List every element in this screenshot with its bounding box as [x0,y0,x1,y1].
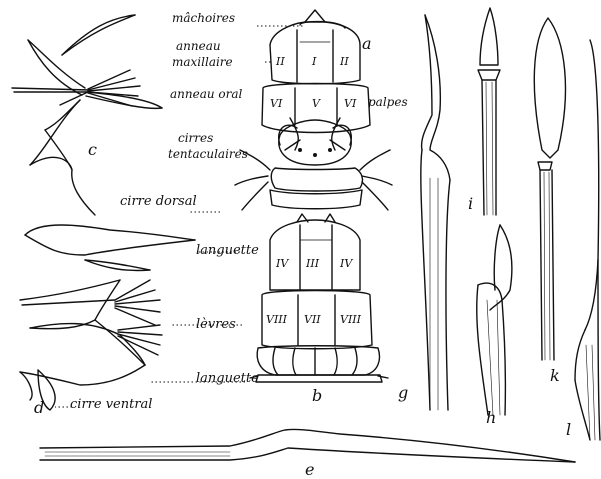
figure-c-drawing [12,15,162,215]
figure-letter-a: a [362,36,372,52]
figure-l-drawing [575,40,600,440]
detail-marks [298,148,332,157]
label-levres: lèvres [196,318,236,331]
figure-letter-c: c [88,142,97,158]
segment-b-VIII-right: VIII [340,314,361,325]
figure-letter-k: k [550,368,560,384]
segment-a-I: I [312,56,316,67]
segment-b-III: III [306,258,319,269]
segment-a-II-left: II [276,56,285,67]
figure-letter-i: i [468,196,473,212]
figure-letter-g: g [398,385,408,401]
segment-a-VI-right: VI [344,98,356,109]
figure-letter-d: d [34,400,44,416]
figure-b-drawing [250,214,388,382]
figure-letter-b: b [312,388,322,404]
figure-e-drawing [40,429,575,462]
label-cirre-dorsal: cirre dorsal [120,195,197,208]
figure-letter-h: h [486,410,496,426]
figure-i-drawing [478,8,500,215]
figure-letter-l: l [566,422,571,438]
segment-a-VI-left: VI [270,98,282,109]
label-palpes: palpes [368,96,408,108]
label-cirres: cirres [178,132,213,144]
segment-b-VII: VII [304,314,321,325]
segment-a-V: V [312,98,320,109]
figure-g-drawing [421,15,450,410]
label-anneau: anneau [176,40,221,52]
figure-h-drawing [477,225,512,415]
segment-a-II-right: II [340,56,349,67]
label-cirre-ventral: cirre ventral [70,398,152,411]
label-maxillaire: maxillaire [172,56,233,68]
figure-k-drawing [534,18,565,360]
label-anneau-oral: anneau oral [170,88,242,100]
label-tentaculaires: tentaculaires [168,148,248,160]
label-languette-top: languette [196,244,259,257]
segment-b-VIII-left: VIII [266,314,287,325]
segment-b-IV-right: IV [340,258,352,269]
label-languette-bottom: languette [196,372,259,385]
figure-letter-e: e [305,462,314,478]
segment-b-IV-left: IV [276,258,288,269]
label-machoires: mâchoires [172,12,235,24]
